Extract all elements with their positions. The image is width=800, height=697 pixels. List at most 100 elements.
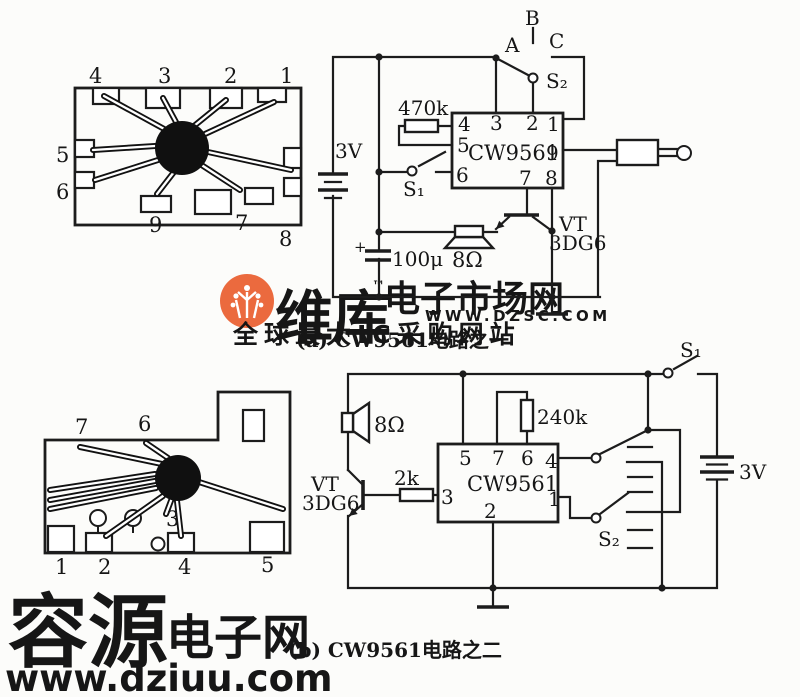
resistor-470k-value: 470k (398, 96, 449, 120)
svg-text:5: 5 (457, 133, 470, 157)
switch-s1-b (662, 354, 699, 379)
svg-text:4: 4 (178, 555, 191, 579)
package-b-die-blob (155, 455, 201, 501)
junctions-b (459, 370, 666, 592)
dziuu-suffix-text: 电子网 (166, 610, 310, 666)
circuit-a-labels: 3V 470k S₁ S₂ A B C 100μ + 8Ω VT 3DG6 CW… (335, 6, 606, 272)
svg-text:8: 8 (279, 227, 292, 251)
s1-a-label: S₁ (403, 177, 425, 201)
capacitor-a-plus: + (354, 238, 367, 256)
svg-text:9: 9 (149, 213, 162, 237)
package-a-die-blob (155, 121, 209, 175)
transistor-b (346, 468, 365, 518)
caption-b: (b) CW9561电路之二 (288, 638, 502, 662)
svg-text:5: 5 (56, 143, 69, 167)
svg-text:2: 2 (224, 64, 237, 88)
speaker-a (442, 224, 496, 250)
package-b-pads (46, 509, 286, 554)
speaker-b (340, 400, 371, 445)
speaker-b-value: 8Ω (374, 413, 405, 437)
dzsc-logo-nodes-icon (230, 285, 264, 308)
package-layout-a: 4 3 2 1 5 6 9 7 8 (56, 64, 303, 251)
sel-b-label: B (525, 6, 540, 30)
watermark-dziuu: 容源 电子网 www.dziuu.com (5, 586, 333, 697)
s1-b-label: S₁ (680, 338, 702, 362)
svg-text:6: 6 (521, 446, 534, 470)
svg-text:7: 7 (75, 415, 88, 439)
package-a-pads (73, 86, 303, 216)
s2-a-label: S₂ (546, 69, 568, 93)
svg-text:8: 8 (545, 166, 558, 190)
package-b-outline (43, 390, 292, 555)
dziuu-url-text: www.dziuu.com (5, 657, 333, 697)
resistor-2k-value: 2k (394, 466, 420, 490)
switch-s2-b (590, 429, 648, 524)
sel-c-label: C (549, 29, 564, 53)
package-layout-b: 7 6 3 1 2 4 5 (43, 390, 292, 579)
package-a-traces-core (91, 94, 293, 196)
s2-b-label: S₂ (598, 527, 620, 551)
svg-text:1: 1 (55, 555, 68, 579)
svg-text:3: 3 (490, 111, 503, 135)
switch-s2-a (494, 56, 539, 84)
circuit-a-wires (331, 26, 679, 315)
sel-a-label: A (504, 33, 520, 57)
resistor-240k (519, 398, 535, 433)
svg-text:6: 6 (56, 180, 69, 204)
svg-text:6: 6 (456, 163, 469, 187)
battery-b-value: 3V (739, 460, 767, 484)
svg-text:4: 4 (89, 64, 102, 88)
dzsc-logo-branches-icon (234, 291, 260, 319)
svg-text:2: 2 (98, 555, 111, 579)
transistor-a-ref: VT (558, 212, 587, 236)
svg-text:4: 4 (545, 449, 558, 473)
svg-text:7: 7 (235, 211, 248, 235)
transistor-b-model: 3DG6 (302, 491, 359, 515)
battery-a (318, 172, 348, 200)
junctions-a (375, 53, 556, 301)
circuit-b-labels: 8Ω VT 3DG6 2k 240k 3V S₁ S₂ CW9561 5 7 6… (302, 338, 767, 551)
svg-text:7: 7 (492, 446, 505, 470)
svg-text:1: 1 (547, 112, 560, 136)
svg-text:5: 5 (459, 446, 472, 470)
svg-text:1: 1 (548, 487, 561, 511)
ic-cw9561-a (450, 111, 565, 190)
earphone-a (615, 138, 692, 167)
package-b-via (150, 536, 166, 552)
svg-text:3: 3 (166, 507, 179, 531)
svg-text:4: 4 (458, 112, 471, 136)
dzsc-slogan-text: 全球最大IC采购网站 (232, 320, 521, 349)
speaker-a-value: 8Ω (452, 248, 483, 272)
dziuu-name-text: 容源 (8, 586, 168, 679)
dzsc-url-text: WWW.DZSC.COM (425, 307, 611, 325)
ic-cw9561-b (436, 442, 560, 524)
svg-text:2: 2 (484, 499, 497, 523)
svg-text:5: 5 (261, 553, 274, 577)
svg-text:2: 2 (526, 111, 539, 135)
switch-s1-a (406, 150, 447, 177)
package-b-pin-labels: 7 6 3 1 2 4 5 (55, 412, 274, 579)
package-a-pin-labels: 4 3 2 1 5 6 9 7 8 (56, 64, 293, 251)
svg-text:1: 1 (280, 64, 293, 88)
transistor-a (494, 213, 554, 233)
transistor-a-model: 3DG6 (549, 231, 606, 255)
resistor-2k (398, 487, 435, 503)
circuit-b: 8Ω VT 3DG6 2k 240k 3V S₁ S₂ CW9561 5 7 6… (302, 338, 767, 609)
circuit-a: 3V 470k S₁ S₂ A B C 100μ + 8Ω VT 3DG6 CW… (318, 6, 692, 316)
battery-a-value: 3V (335, 139, 363, 163)
svg-text:6: 6 (138, 412, 151, 436)
caption-a: (a) CW9561电路之一 (296, 328, 509, 352)
ic-b-name: CW9561 (467, 472, 558, 496)
svg-text:3: 3 (158, 64, 171, 88)
battery-b (700, 455, 734, 481)
resistor-470k (403, 118, 440, 134)
svg-text:9: 9 (546, 141, 559, 165)
transistor-b-ref: VT (310, 472, 339, 496)
ic-a-name: CW9561 (468, 141, 559, 165)
circuit-b-wires (346, 372, 719, 608)
package-b-hole (241, 408, 266, 443)
dzsc-suffix-text: 电子市场网 (384, 279, 564, 320)
capacitor-a-value: 100μ (392, 247, 443, 271)
